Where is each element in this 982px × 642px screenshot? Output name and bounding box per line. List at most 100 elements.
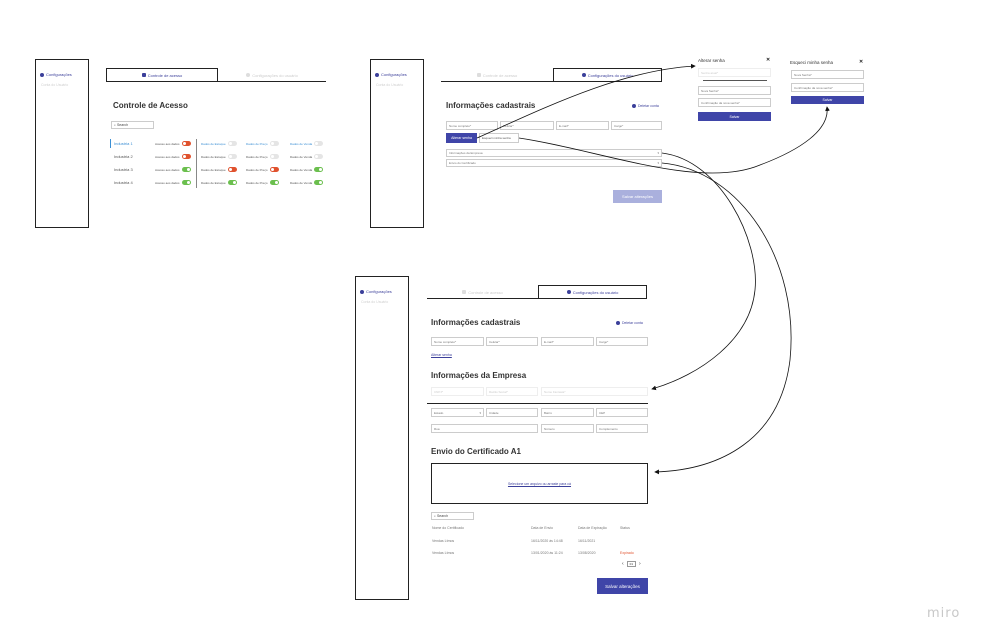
current-password-field[interactable]: Senha atual* <box>698 68 771 77</box>
forgot-password-button[interactable]: Esqueci minha senha <box>479 133 519 143</box>
street-field[interactable]: Rua <box>431 424 538 433</box>
tab-user-config[interactable]: Configurações do usuário <box>553 68 662 82</box>
name-field[interactable]: Nome completo* <box>431 337 484 346</box>
change-password-link[interactable]: Alterar senha <box>431 353 452 357</box>
close-icon[interactable]: ✕ <box>766 57 771 63</box>
permission-data-access[interactable]: Acesso aos dados <box>155 167 191 172</box>
tab-access-control[interactable]: Controle de acesso <box>427 285 538 299</box>
phone-field[interactable]: Celular* <box>500 121 554 130</box>
toggle-switch[interactable] <box>181 180 191 185</box>
permission-data-access[interactable]: Acesso aos dados <box>155 141 191 146</box>
submit-button[interactable]: Salvar <box>698 112 771 121</box>
permission-price[interactable]: Dados de Preço <box>246 180 279 185</box>
confirm-password-field[interactable]: Confirmação da nova senha* <box>791 83 864 92</box>
toggle-switch[interactable] <box>227 180 237 185</box>
phone-field[interactable]: Celular* <box>486 337 538 346</box>
sidebar-item-account[interactable]: Conta do Usuário <box>376 83 404 87</box>
change-password-modal-title: Alterar senha <box>698 58 725 63</box>
permission-sales[interactable]: Dados de Venda <box>290 141 324 146</box>
permission-stock[interactable]: Dados de Estoque <box>201 154 237 159</box>
column-header: Data de Expiração <box>578 526 607 530</box>
toggle-switch[interactable] <box>181 154 191 159</box>
lock-icon <box>462 290 467 294</box>
list-item-industry[interactable]: Industria 3 <box>114 167 133 172</box>
neighborhood-field[interactable]: Bairro <box>541 408 594 417</box>
save-button[interactable]: Salvar alterações <box>613 190 662 203</box>
toggle-switch[interactable] <box>314 180 324 185</box>
save-button[interactable]: Salvar alterações <box>597 578 648 594</box>
sidebar-item-account[interactable]: Conta do Usuário <box>361 300 389 304</box>
chevron-right-icon[interactable]: › <box>639 561 641 567</box>
delete-account-link[interactable]: Deletar conta <box>632 104 659 108</box>
permission-price[interactable]: Dados de Preço <box>246 154 279 159</box>
number-field[interactable]: Número <box>541 424 594 433</box>
certificate-dropzone[interactable]: Selecione um arquivo ou arraste para cá <box>431 463 648 504</box>
column-divider <box>196 139 197 188</box>
permission-stock[interactable]: Dados de Estoque <box>201 167 237 172</box>
sidebar-item-settings[interactable]: Configurações <box>40 72 72 77</box>
permission-sales[interactable]: Dados de Venda <box>290 154 324 159</box>
toggle-switch[interactable] <box>269 180 279 185</box>
table-cell: Vendas Ltmos <box>432 551 455 555</box>
divider <box>703 80 767 81</box>
email-field[interactable]: E-mail* <box>541 337 594 346</box>
toggle-switch[interactable] <box>227 141 237 146</box>
toggle-switch[interactable] <box>227 167 237 172</box>
permission-price[interactable]: Dados de Preço <box>246 167 279 172</box>
toggle-switch[interactable] <box>269 167 279 172</box>
gear-icon <box>246 73 251 77</box>
submit-button[interactable]: Salvar <box>791 96 864 104</box>
nome-fantasia-field[interactable]: Nome Fantasia* <box>541 387 648 396</box>
permission-sales[interactable]: Dados de Venda <box>290 167 324 172</box>
sidebar-item-account[interactable]: Conta do Usuário <box>41 83 69 87</box>
list-item-industry[interactable]: Industria 2 <box>114 154 133 159</box>
permission-data-access[interactable]: Acesso aos dados <box>155 180 191 185</box>
complement-field[interactable]: Complemento <box>596 424 648 433</box>
search-input[interactable]: ⌕Search <box>431 512 474 520</box>
toggle-switch[interactable] <box>314 154 324 159</box>
permission-stock[interactable]: Dados de Estoque <box>201 141 237 146</box>
new-password-field[interactable]: Nova Senha* <box>791 70 864 79</box>
toggle-switch[interactable] <box>269 154 279 159</box>
tab-access-control[interactable]: Controle de acesso <box>441 68 553 82</box>
upload-link[interactable]: Selecione um arquivo ou arraste para cá <box>507 481 572 486</box>
info-icon <box>632 104 636 108</box>
razao-social-field[interactable]: Razão Social* <box>486 387 538 396</box>
tab-user-config[interactable]: Configurações do usuário <box>538 285 647 299</box>
list-item-industry[interactable]: Industria 4 <box>114 180 133 185</box>
delete-account-link[interactable]: Deletar conta <box>616 321 643 325</box>
email-field[interactable]: E-mail* <box>556 121 609 130</box>
city-field[interactable]: Cidade <box>486 408 538 417</box>
role-field[interactable]: Cargo* <box>611 121 662 130</box>
close-icon[interactable]: ✕ <box>859 59 864 65</box>
role-field[interactable]: Cargo* <box>596 337 648 346</box>
new-password-field[interactable]: Nova Senha* <box>698 86 771 95</box>
confirm-password-field[interactable]: Confirmação da nova senha* <box>698 98 771 107</box>
permission-sales[interactable]: Dados de Venda <box>290 180 324 185</box>
list-item-industry[interactable]: Industria 1 <box>114 141 133 146</box>
page-number[interactable]: 01 <box>626 561 637 567</box>
sidebar-item-settings[interactable]: Configurações <box>375 72 407 77</box>
toggle-switch[interactable] <box>269 141 279 146</box>
toggle-switch[interactable] <box>181 141 191 146</box>
cnpj-field[interactable]: CNPJ* <box>431 387 484 396</box>
company-accordion[interactable]: Informações da Empresa▾ <box>446 149 662 157</box>
permission-stock[interactable]: Dados de Estoque <box>201 180 237 185</box>
toggle-switch[interactable] <box>314 167 324 172</box>
search-input[interactable]: ⌕Search <box>111 121 154 129</box>
sidebar-frame-3: Configurações Conta do Usuário <box>355 276 409 600</box>
tab-access-control[interactable]: Controle de acesso <box>106 68 218 82</box>
toggle-switch[interactable] <box>227 154 237 159</box>
permission-data-access[interactable]: Acesso aos dados <box>155 154 191 159</box>
change-password-button[interactable]: Alterar senha <box>446 133 477 143</box>
certificate-accordion[interactable]: Envio do Certificado▾ <box>446 159 662 167</box>
tab-user-config[interactable]: Configurações do usuário <box>218 68 326 82</box>
chevron-left-icon[interactable]: ‹ <box>622 561 624 567</box>
name-field[interactable]: Nome completo* <box>446 121 498 130</box>
sidebar-item-settings[interactable]: Configurações <box>360 289 392 294</box>
toggle-switch[interactable] <box>314 141 324 146</box>
permission-price[interactable]: Dados de Preço <box>246 141 279 146</box>
toggle-switch[interactable] <box>181 167 191 172</box>
cep-field[interactable]: CEP <box>596 408 648 417</box>
state-select[interactable]: Estado▾ <box>431 408 484 417</box>
